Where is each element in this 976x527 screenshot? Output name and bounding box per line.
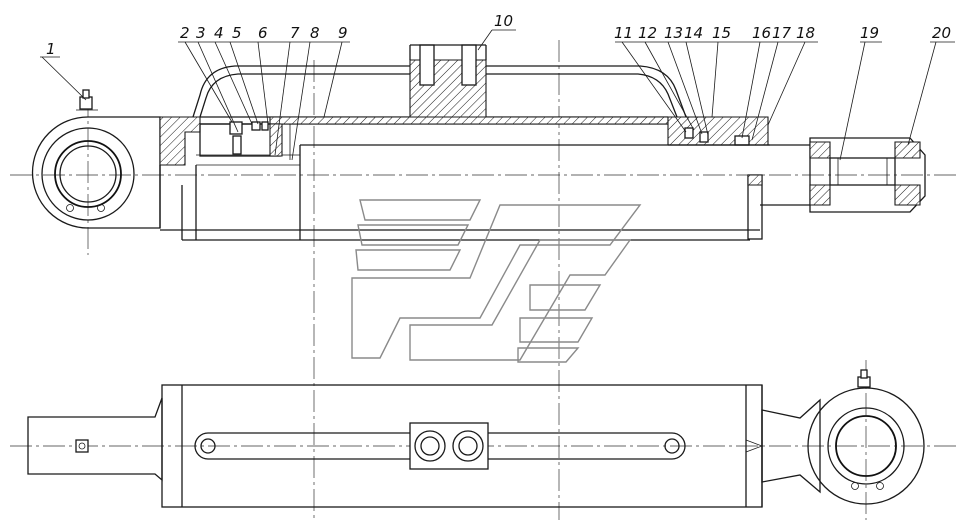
callout-11: 11 [614, 24, 633, 42]
plan-view [27, 369, 925, 508]
callout-2: 2 [180, 24, 190, 42]
callouts: 1 2 3 4 5 6 7 8 9 10 11 12 13 14 15 16 1… [46, 12, 951, 58]
callout-3: 3 [196, 24, 206, 42]
section-view [31, 44, 926, 241]
callout-13: 13 [664, 24, 683, 42]
callout-9: 9 [338, 24, 348, 42]
piston [199, 121, 291, 160]
callout-6: 6 [258, 24, 268, 42]
callout-4: 4 [214, 24, 224, 42]
rear-eye [31, 89, 161, 229]
callout-20: 20 [932, 24, 951, 42]
piston-rod [299, 144, 810, 240]
callout-14: 14 [684, 24, 703, 42]
external-pipe [192, 60, 687, 118]
callout-16: 16 [752, 24, 771, 42]
callout-7: 7 [290, 24, 300, 42]
callout-10: 10 [494, 12, 513, 30]
callout-8: 8 [310, 24, 320, 42]
callout-17: 17 [772, 24, 792, 42]
rod-eye [809, 137, 926, 213]
callout-5: 5 [232, 24, 242, 42]
port-block [409, 44, 487, 118]
callout-12: 12 [638, 24, 657, 42]
cylinder-tube [181, 116, 750, 241]
callout-18: 18 [796, 24, 815, 42]
rod-gland [667, 116, 770, 146]
watermark-logo [351, 199, 642, 363]
callout-15: 15 [712, 24, 731, 42]
leaders [40, 29, 955, 161]
callout-1: 1 [46, 40, 56, 58]
callout-19: 19 [860, 24, 879, 42]
